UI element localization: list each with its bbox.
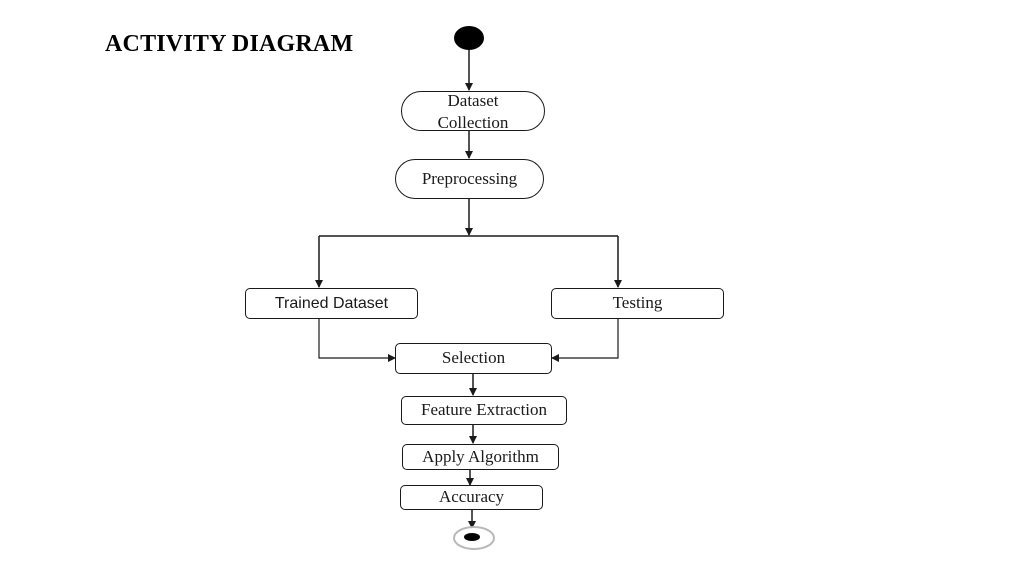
node-trained-dataset-label: Trained Dataset bbox=[274, 294, 389, 312]
node-testing: Testing bbox=[551, 288, 724, 319]
node-dataset-collection-label: Dataset Collection bbox=[437, 91, 509, 132]
node-selection-label: Selection bbox=[441, 348, 506, 368]
diagram-title: ACTIVITY DIAGRAM bbox=[105, 31, 354, 57]
node-accuracy-label: Accuracy bbox=[438, 487, 505, 507]
node-accuracy: Accuracy bbox=[400, 485, 543, 510]
arrow-trained-to-selection bbox=[318, 319, 396, 362]
initial-node bbox=[454, 26, 484, 50]
node-testing-label: Testing bbox=[612, 293, 663, 313]
node-feature-extraction-label: Feature Extraction bbox=[420, 400, 548, 420]
node-feature-extraction: Feature Extraction bbox=[401, 396, 567, 425]
node-preprocessing-label: Preprocessing bbox=[421, 168, 518, 188]
node-preprocessing: Preprocessing bbox=[395, 159, 544, 199]
node-selection: Selection bbox=[395, 343, 552, 374]
arrow-testing-to-selection bbox=[551, 319, 619, 362]
node-dataset-collection: Dataset Collection bbox=[401, 91, 545, 132]
node-apply-algorithm: Apply Algorithm bbox=[402, 444, 559, 470]
node-trained-dataset: Trained Dataset bbox=[245, 288, 418, 319]
node-apply-algorithm-label: Apply Algorithm bbox=[422, 446, 539, 466]
final-node bbox=[453, 526, 495, 550]
